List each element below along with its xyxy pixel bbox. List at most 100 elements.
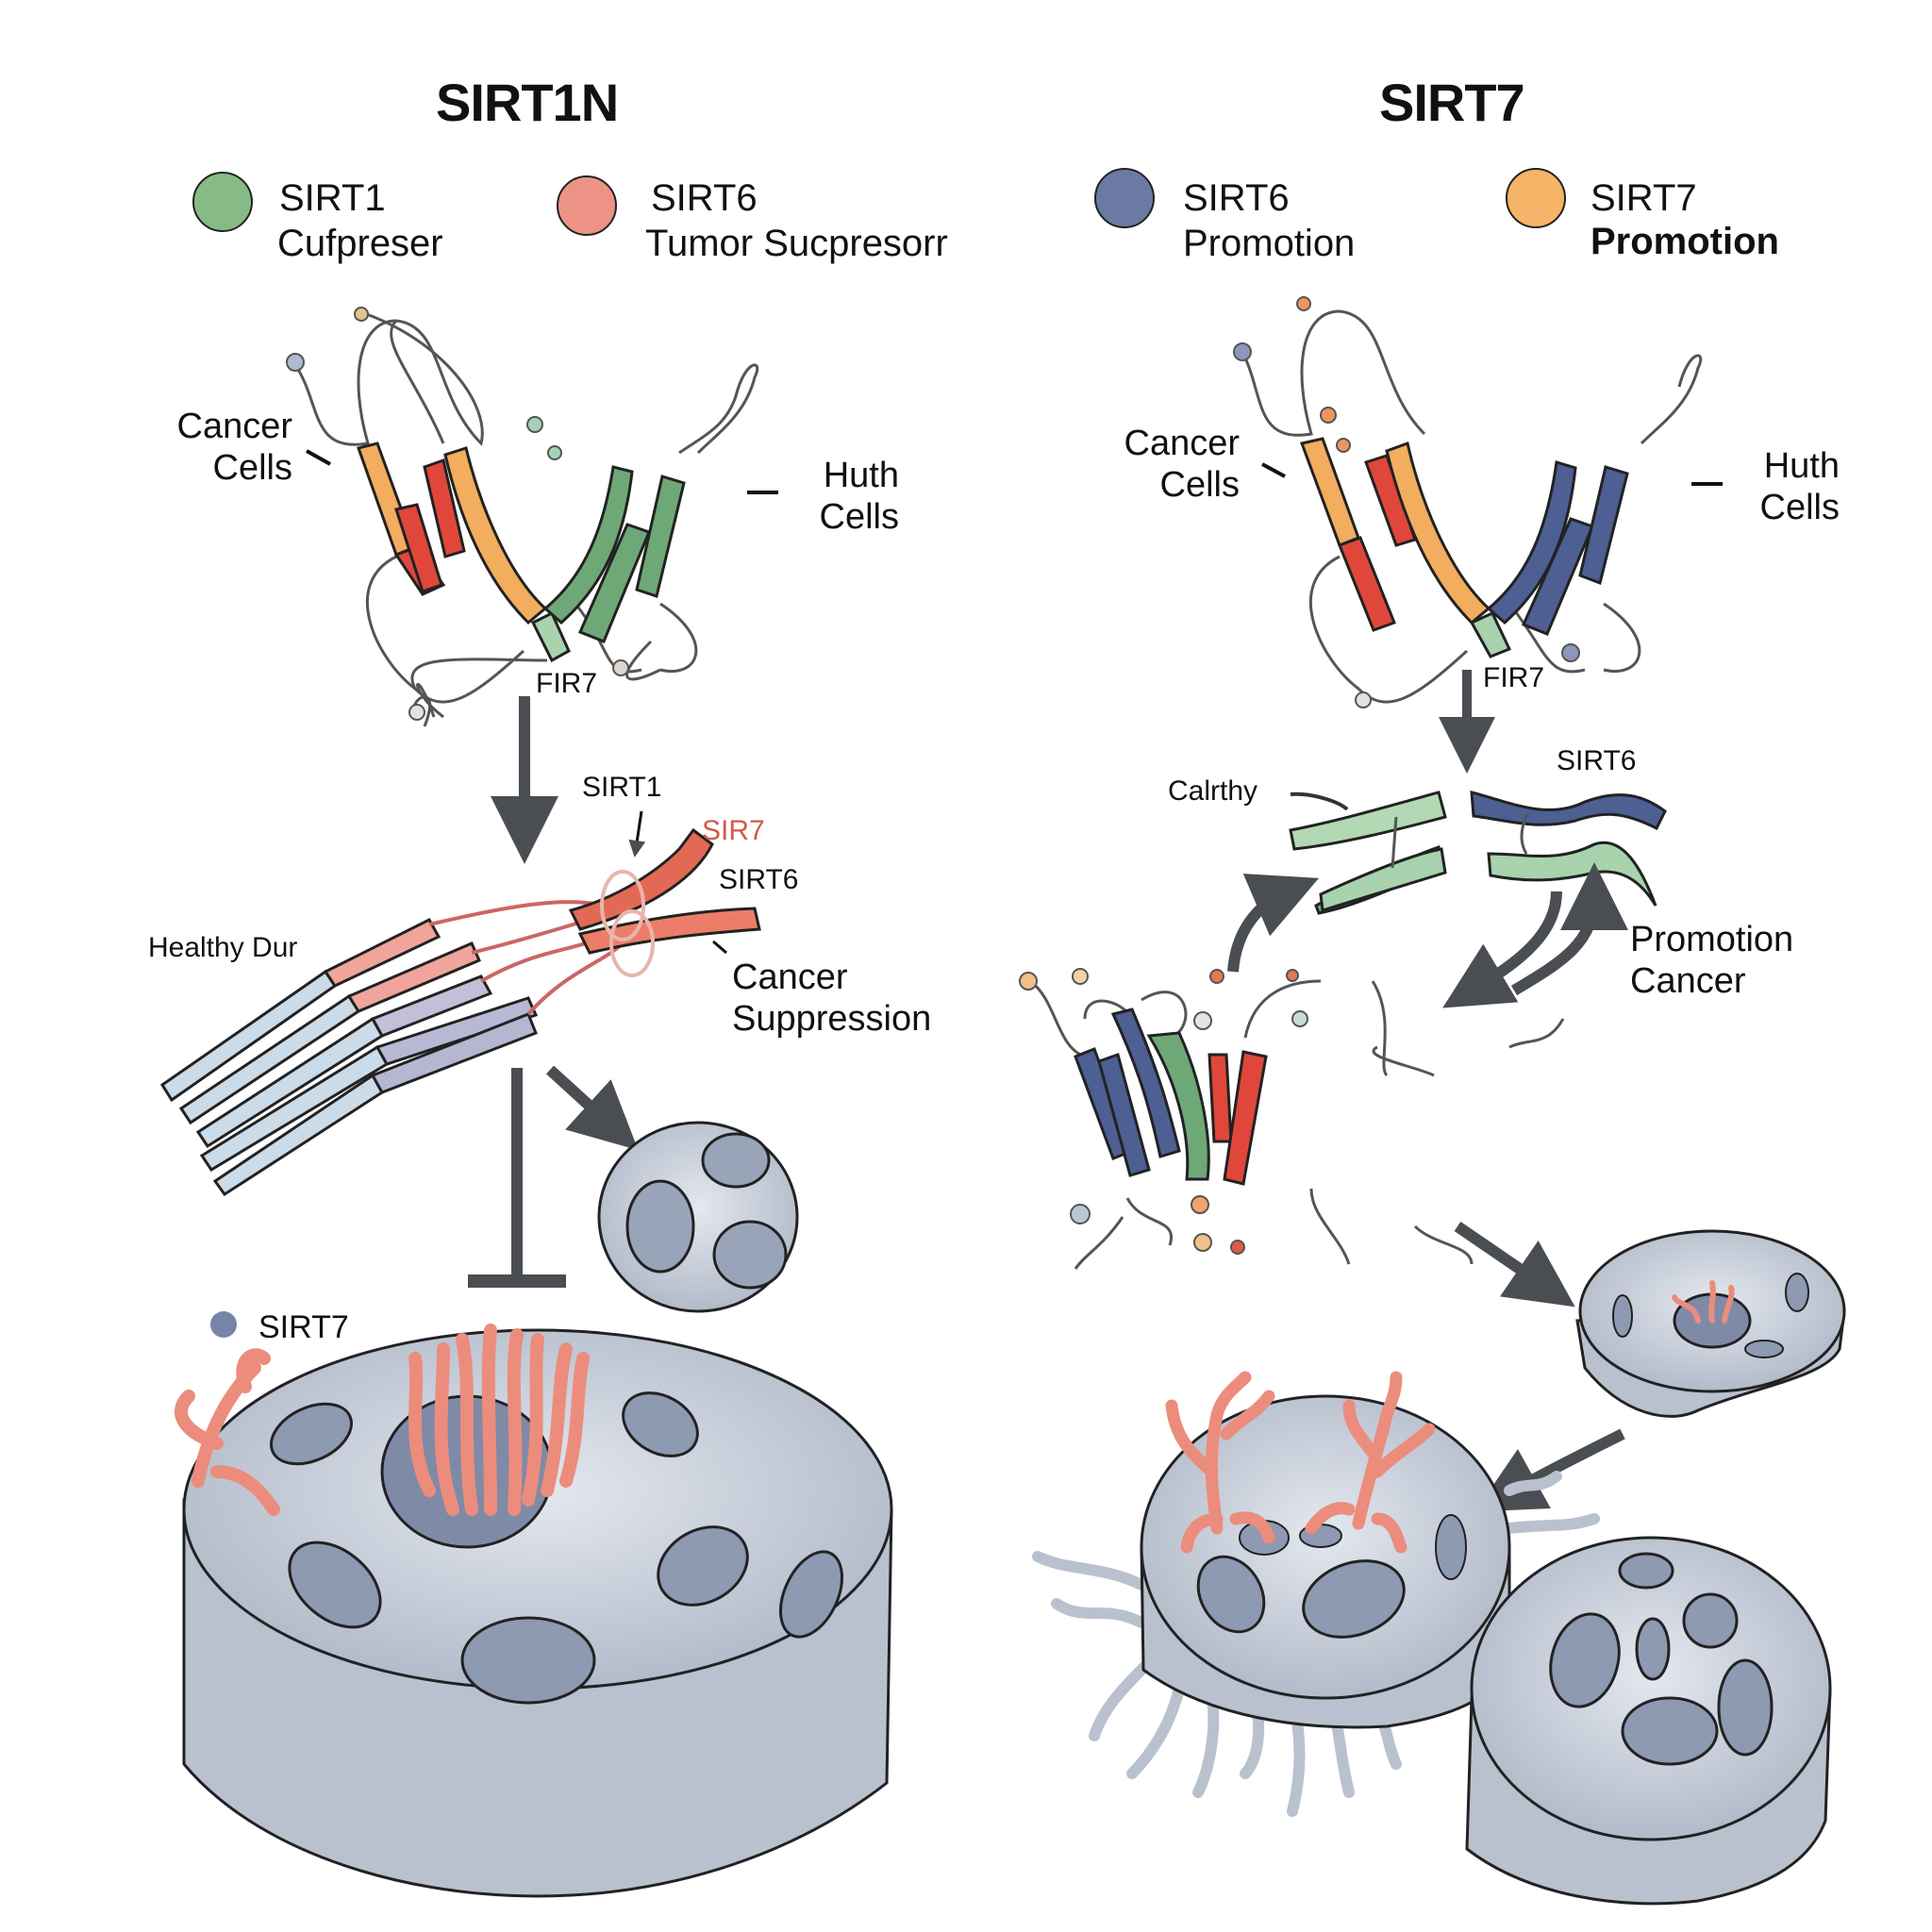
linker	[1520, 812, 1530, 855]
strand-light-green	[1289, 791, 1447, 851]
legend-sirt7-promo-desc: Promotion	[1591, 221, 1779, 262]
helix-green	[542, 465, 634, 625]
cancer-cells-leader	[306, 449, 331, 466]
organelle	[270, 1402, 353, 1466]
terminal-bead	[1561, 643, 1580, 662]
nucleus	[701, 1132, 771, 1189]
nucleus	[712, 1220, 788, 1290]
promotion-cancer-label: Promotion Cancer	[1630, 920, 1794, 1001]
terminal-bead	[408, 704, 425, 721]
legend-sirt7-promo-name: SIRT7	[1591, 177, 1697, 219]
organelle	[1635, 1617, 1671, 1681]
arrow-to-small-cell	[1454, 1222, 1575, 1307]
large-cell-left	[175, 1311, 893, 1898]
organelle	[1717, 1658, 1774, 1757]
organelle	[1744, 1340, 1784, 1358]
salmon-branch	[1165, 1371, 1436, 1554]
salmon-tendrils	[408, 1324, 590, 1516]
terminal-bead	[1191, 1195, 1209, 1214]
legend-dot-sirt7-promo	[1506, 168, 1566, 228]
fiber-rod-pink	[346, 941, 481, 1013]
left-fir7-label: FIR7	[536, 668, 598, 699]
organelle	[1196, 1555, 1266, 1634]
fiber-bundle	[159, 827, 761, 1197]
terminal-bead	[1209, 969, 1224, 984]
fiber-rod-pink	[323, 918, 441, 988]
organelle	[622, 1391, 699, 1457]
organelle	[460, 1616, 596, 1705]
terminal-bead	[1070, 1204, 1091, 1224]
helix-green	[1146, 1031, 1210, 1181]
legend-sirt6-promo-desc: Promotion	[1183, 223, 1356, 264]
terminal-bead	[286, 353, 305, 372]
legend-sirt6-desc: Tumor Sucpresorr	[645, 223, 948, 264]
helix-orange	[1299, 437, 1360, 547]
organelle	[1785, 1273, 1809, 1312]
protein-loop	[295, 309, 484, 446]
helix-navy	[1097, 1053, 1151, 1177]
terminal-bead	[1296, 296, 1311, 311]
left-panel-title: SIRT1N	[436, 73, 619, 132]
right-protein-lower	[1019, 968, 1565, 1270]
cancer-cells-leader	[1261, 462, 1286, 478]
strand-sirt6-label: SIRT6	[1557, 745, 1637, 776]
terminal-bead	[547, 445, 562, 460]
knot-loop	[600, 870, 645, 941]
strand-light-green	[1319, 847, 1447, 912]
legend-sirt6-promo-name: SIRT6	[1183, 177, 1290, 219]
helix-light-green	[1469, 611, 1512, 658]
protein-loop	[1029, 979, 1565, 1077]
terminal-bead	[1355, 691, 1372, 708]
protein-loop	[678, 363, 759, 455]
helix-navy	[1486, 460, 1577, 625]
strand-navy	[1470, 791, 1667, 831]
protein-loop	[1309, 555, 1469, 704]
organelle	[1549, 1612, 1621, 1708]
healthy-dur-label: Healthy Dur	[148, 932, 298, 963]
fiber-rod-lavender	[370, 1012, 538, 1094]
helix-green	[635, 475, 686, 598]
terminal-bead	[612, 659, 629, 676]
terminal-bead	[1320, 407, 1337, 424]
fiber-sirt6-label: SIRT6	[719, 864, 799, 895]
salmon-branch	[175, 1348, 280, 1516]
strand-light-green	[1487, 841, 1657, 907]
terminal-bead	[1193, 1233, 1212, 1252]
arrow-to-round-cell	[545, 1065, 639, 1151]
left-protein-structure	[286, 307, 778, 727]
organelle	[1618, 1552, 1674, 1590]
left-huth-cells-label: Huth Cells	[819, 456, 899, 537]
fiber-rod-lavender	[375, 996, 539, 1066]
terminal-bead	[1336, 438, 1351, 453]
organelle	[288, 1541, 382, 1629]
cycle-arrow-up	[1510, 862, 1628, 996]
legend-sirt6-name: SIRT6	[651, 177, 758, 219]
organelle	[657, 1525, 749, 1607]
terminal-bead	[1230, 1240, 1245, 1255]
terminal-bead	[526, 416, 543, 433]
legend-dot-sirt6-promo	[1094, 168, 1155, 228]
helix-navy	[1578, 465, 1629, 586]
legend-sirt1-name: SIRT1	[279, 177, 386, 219]
calrthy-label: Calrthy	[1168, 775, 1258, 807]
terminal-bead	[1233, 342, 1252, 361]
right-cancer-cells-label: Cancer Cells	[1124, 424, 1241, 505]
helix-red	[1208, 1053, 1233, 1143]
right-panel-title: SIRT7	[1379, 73, 1525, 132]
helix-red	[1223, 1050, 1268, 1186]
helix-red	[423, 458, 466, 558]
knot-loop	[609, 909, 655, 977]
linker	[1391, 816, 1398, 869]
strand-cluster	[1289, 791, 1667, 915]
terminal-bead	[1019, 972, 1038, 991]
terminal-bead	[1193, 1011, 1212, 1030]
legend-dot-sirt6	[557, 175, 617, 236]
terminal-bead	[354, 307, 369, 322]
right-protein-structure	[1233, 296, 1723, 708]
sirt7-cell-label: SIRT7	[258, 1309, 349, 1345]
protein-loop	[1507, 602, 1641, 674]
cancer-suppression-leader	[712, 940, 727, 955]
helix-navy	[1110, 1008, 1181, 1158]
terminal-bead	[1291, 1010, 1308, 1027]
